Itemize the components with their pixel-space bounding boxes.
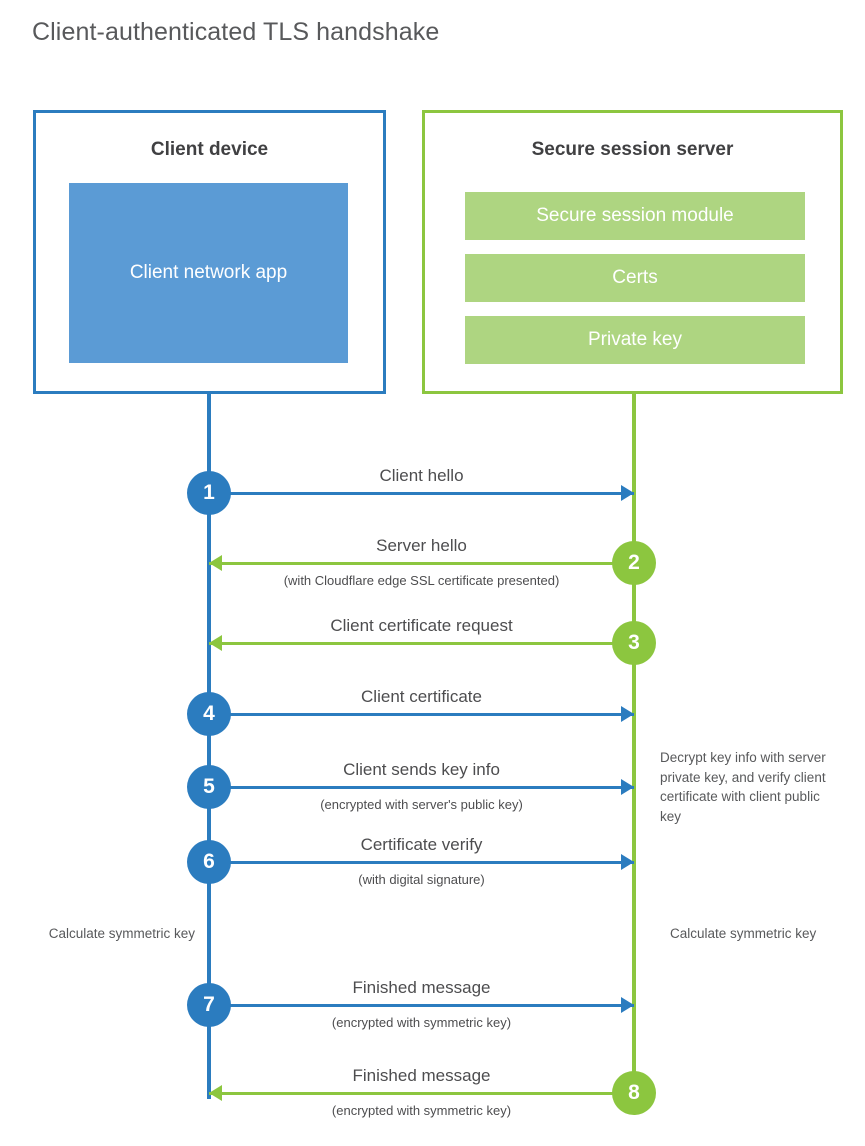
server-calculate-symmetric-key-annotation: Calculate symmetric key (670, 926, 817, 941)
server-bar-certs: Certs (465, 254, 805, 302)
client-device-panel: Client device Client network app (33, 110, 386, 394)
message-arrow-7 (209, 1004, 634, 1007)
arrowhead-1 (621, 485, 634, 501)
message-arrow-8 (209, 1092, 634, 1095)
server-lifeline (632, 393, 636, 1095)
step-circle-4[interactable]: 4 (187, 692, 231, 736)
message-arrow-2 (209, 562, 634, 565)
step-circle-1[interactable]: 1 (187, 471, 231, 515)
step-circle-3[interactable]: 3 (612, 621, 656, 665)
secure-session-server-title: Secure session server (531, 139, 734, 160)
message-label-8: Finished message (352, 1066, 491, 1085)
arrowhead-8 (209, 1085, 222, 1101)
message-sublabel-7: (encrypted with symmetric key) (331, 1015, 512, 1030)
step-circle-5[interactable]: 5 (187, 765, 231, 809)
server-bar-private-key: Private key (465, 316, 805, 364)
arrowhead-5 (621, 779, 634, 795)
message-sublabel-8: (encrypted with symmetric key) (331, 1103, 512, 1118)
step-circle-6[interactable]: 6 (187, 840, 231, 884)
step-circle-7[interactable]: 7 (187, 983, 231, 1027)
arrowhead-2 (209, 555, 222, 571)
step-circle-8[interactable]: 8 (612, 1071, 656, 1115)
client-calculate-symmetric-key-annotation: Calculate symmetric key (48, 926, 195, 941)
message-label-3: Client certificate request (330, 616, 513, 635)
message-label-7: Finished message (352, 978, 491, 997)
step-circle-2[interactable]: 2 (612, 541, 656, 585)
message-arrow-5 (209, 786, 634, 789)
message-arrow-1 (209, 492, 634, 495)
arrowhead-4 (621, 706, 634, 722)
server-bar-secure-session-module: Secure session module (465, 192, 805, 240)
message-sublabel-6: (with digital signature) (358, 872, 485, 887)
message-label-5: Client sends key info (343, 760, 500, 779)
secure-session-server-panel: Secure session server Secure session mod… (422, 110, 843, 394)
message-label-4: Client certificate (361, 687, 482, 706)
server-decrypt-annotation: Decrypt key info with server private key… (660, 750, 826, 824)
message-label-2: Server hello (376, 536, 467, 555)
page-title: Client-authenticated TLS handshake (32, 18, 440, 46)
client-lifeline (207, 393, 211, 1099)
message-arrow-3 (209, 642, 634, 645)
arrowhead-3 (209, 635, 222, 651)
message-arrow-6 (209, 861, 634, 864)
message-label-6: Certificate verify (360, 835, 483, 854)
message-sublabel-2: (with Cloudflare edge SSL certificate pr… (283, 573, 560, 588)
client-device-title: Client device (150, 139, 269, 160)
arrowhead-6 (621, 854, 634, 870)
message-arrow-4 (209, 713, 634, 716)
message-label-1: Client hello (379, 466, 464, 485)
message-sublabel-5: (encrypted with server's public key) (320, 797, 523, 812)
client-network-app-box: Client network app (69, 183, 348, 363)
arrowhead-7 (621, 997, 634, 1013)
